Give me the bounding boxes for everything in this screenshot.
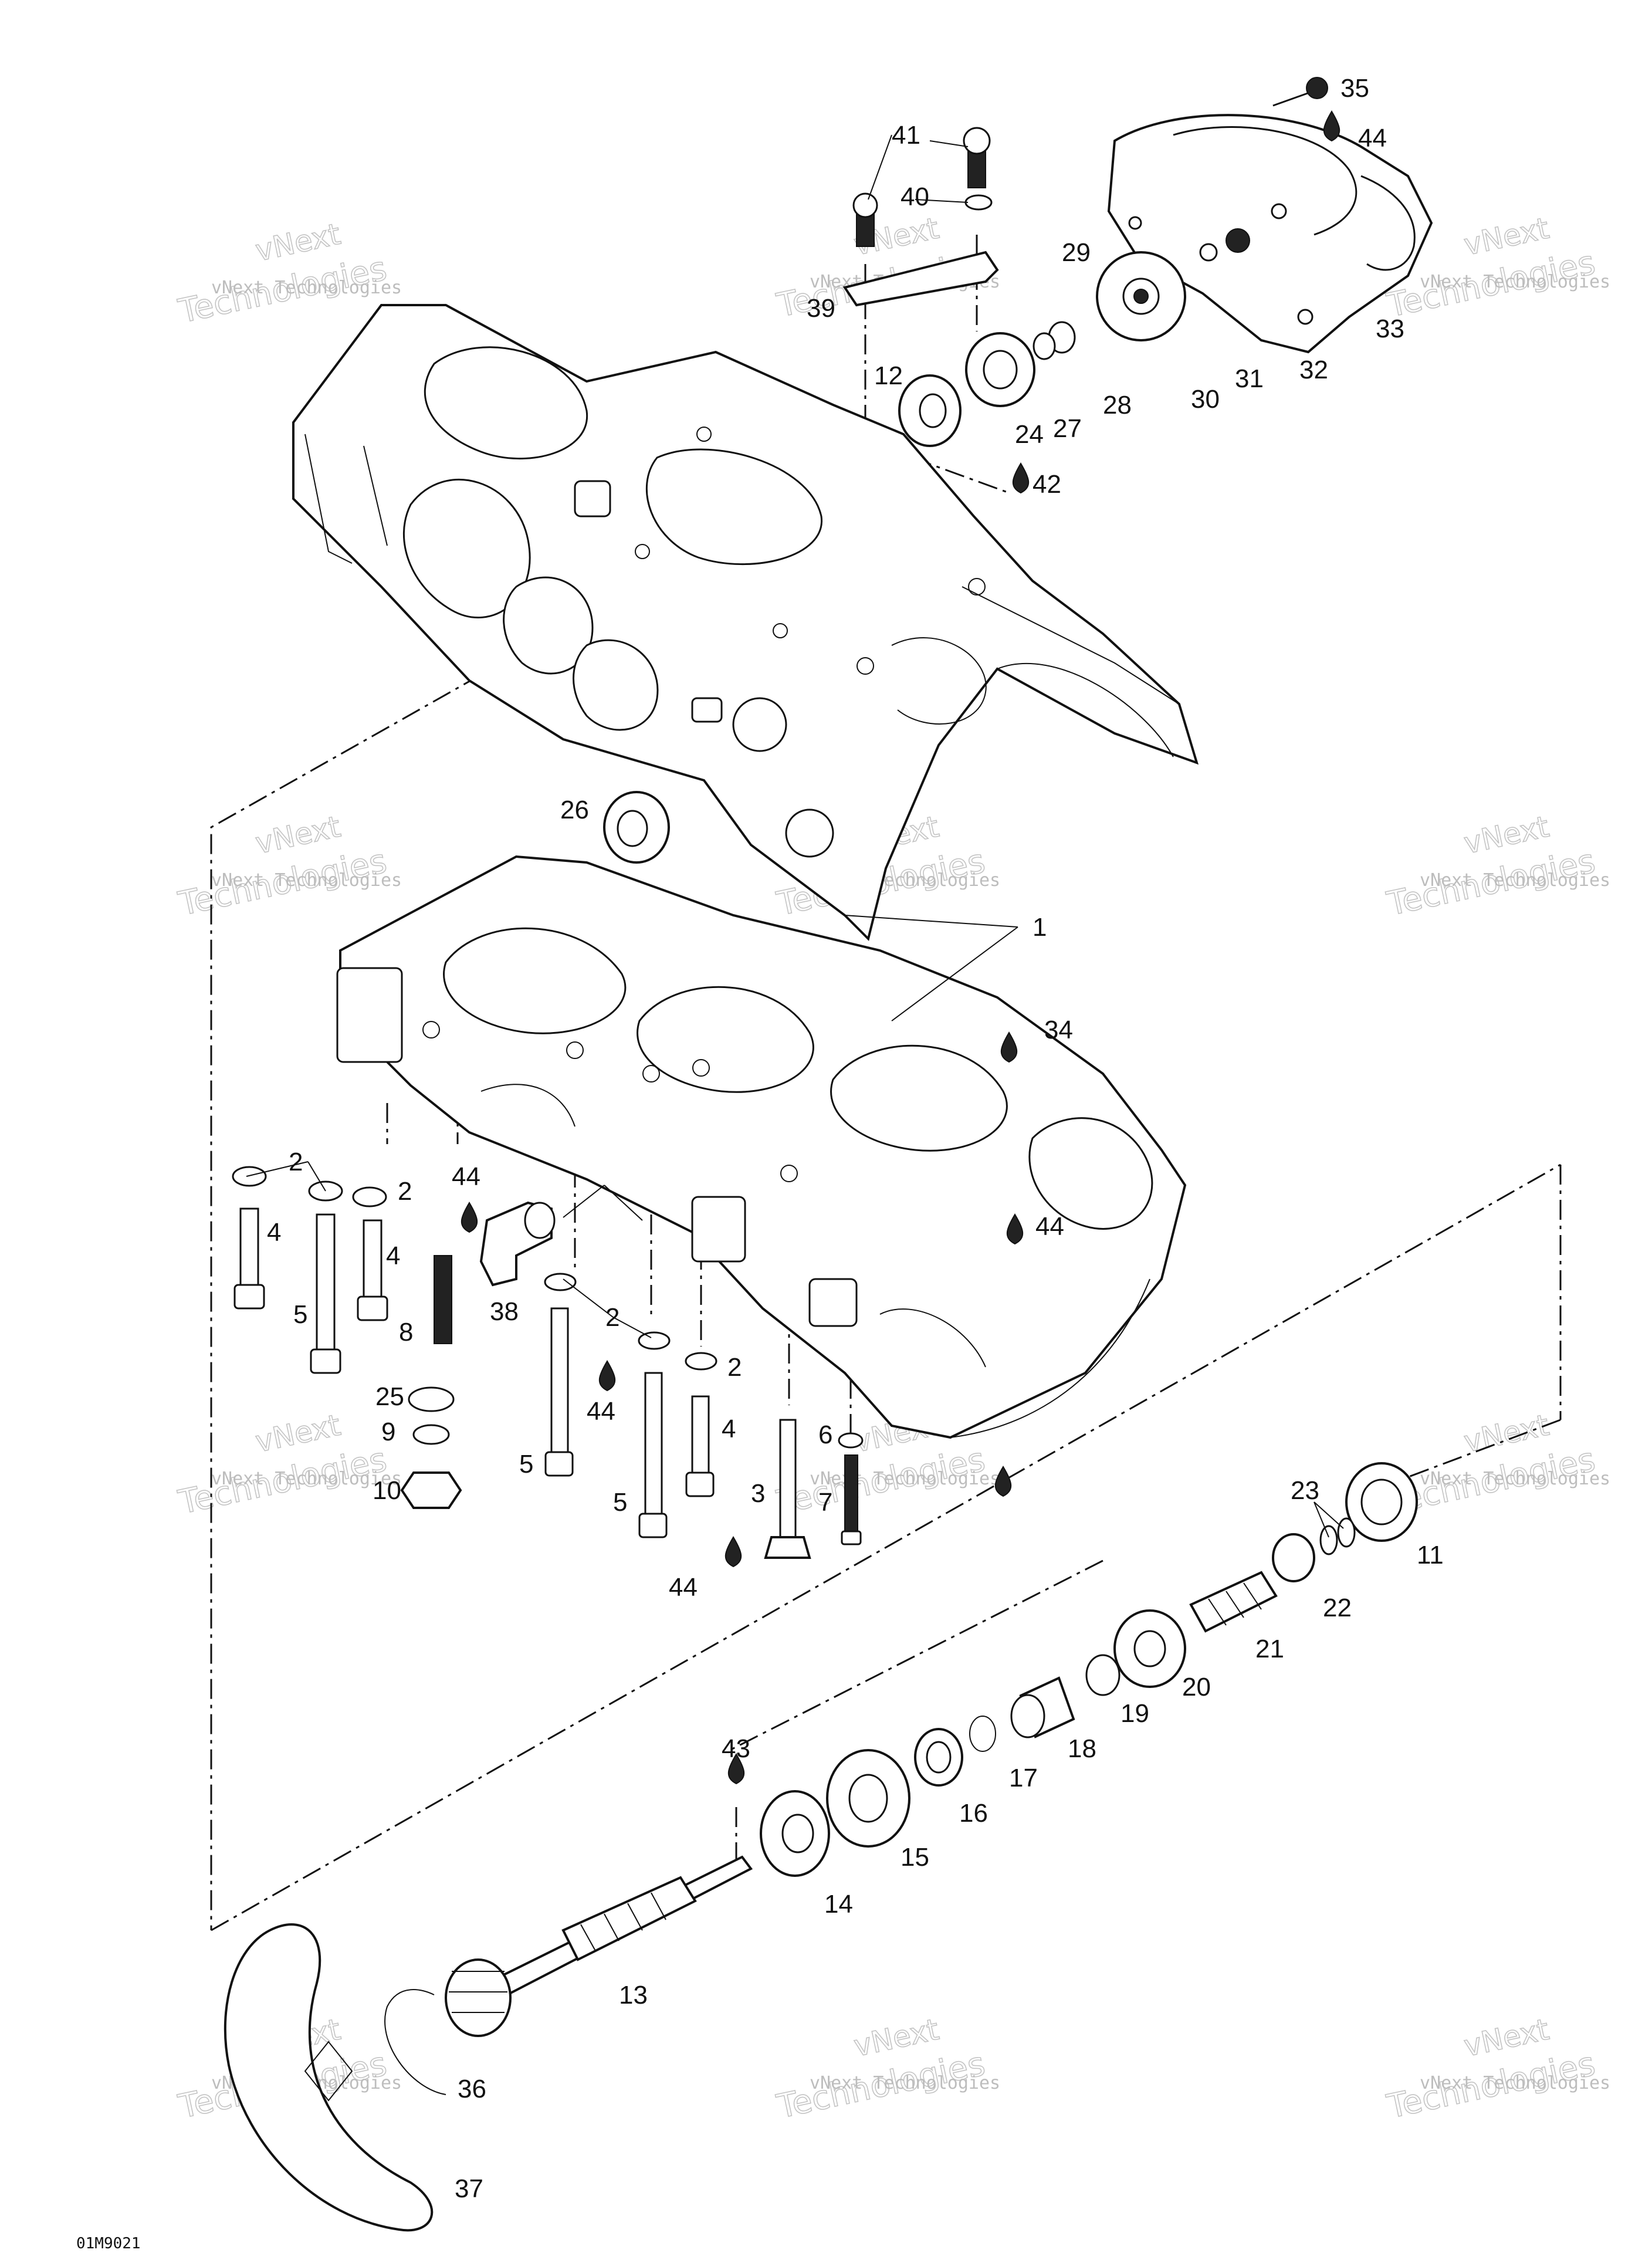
- label-40: 40: [901, 182, 929, 211]
- label-4a: 4: [267, 1218, 281, 1247]
- label-20: 20: [1182, 1673, 1211, 1701]
- label-25: 25: [375, 1382, 404, 1411]
- label-6: 6: [818, 1420, 832, 1449]
- label-2c: 2: [605, 1303, 620, 1332]
- elbow-fitting-38: [479, 1201, 556, 1287]
- label-13: 13: [619, 1981, 648, 2010]
- bolt-35: [1272, 77, 1328, 107]
- label-12: 12: [874, 361, 903, 390]
- pump-cover-assembly: [842, 77, 1433, 447]
- watermark-vnext-technologies: vNext Technologies: [1420, 272, 1610, 292]
- label-5c: 5: [613, 1488, 627, 1517]
- label-44c: 44: [669, 1573, 698, 1602]
- label-10: 10: [373, 1476, 401, 1505]
- label-34: 34: [1044, 1016, 1073, 1044]
- label-4c: 4: [722, 1415, 736, 1443]
- label-14: 14: [824, 1890, 853, 1919]
- label-4b: 4: [386, 1241, 400, 1270]
- label-42: 42: [1032, 470, 1061, 499]
- label-44d: 44: [1035, 1212, 1064, 1241]
- watermark-vnext-technologies: vNext Technologies: [1420, 870, 1610, 891]
- label-44b: 44: [587, 1397, 615, 1426]
- diagram-code: 01M9021: [76, 2235, 141, 2252]
- fasteners-left: [232, 1166, 864, 1559]
- seal-26: [603, 791, 670, 864]
- label-37: 37: [455, 2174, 483, 2203]
- label-18: 18: [1068, 1734, 1096, 1763]
- label-30: 30: [1191, 385, 1220, 414]
- label-9: 9: [381, 1418, 395, 1446]
- label-44e: 44: [1358, 124, 1387, 153]
- label-41: 41: [892, 121, 920, 150]
- impeller-29: [1096, 251, 1186, 341]
- label-36: 36: [458, 2075, 486, 2103]
- label-31: 31: [1235, 364, 1264, 393]
- seal-12: [898, 374, 962, 447]
- label-3: 3: [751, 1479, 765, 1508]
- label-2b: 2: [398, 1177, 412, 1206]
- watermark-vnext-technologies: vNext Technologies: [211, 1469, 402, 1489]
- retainer-plate-39: [842, 127, 999, 307]
- label-5b: 5: [519, 1450, 533, 1479]
- label-24: 24: [1015, 420, 1044, 449]
- label-15: 15: [901, 1843, 929, 1872]
- label-1: 1: [1032, 913, 1047, 942]
- label-39: 39: [807, 294, 835, 323]
- watermark-vnext-technologies: vNext Technologies: [810, 1469, 1000, 1489]
- lower-crankcase: [336, 855, 1187, 1439]
- label-29: 29: [1062, 238, 1091, 267]
- leader-lines: [246, 134, 1344, 1538]
- label-26: 26: [560, 796, 589, 824]
- label-7: 7: [818, 1488, 832, 1517]
- watermark-vnext-technologies: vNext Technologies: [1420, 1469, 1610, 1489]
- label-19: 19: [1120, 1699, 1149, 1728]
- label-23: 23: [1291, 1476, 1319, 1505]
- label-38: 38: [490, 1297, 519, 1326]
- label-35: 35: [1340, 74, 1369, 103]
- upper-crankcase: [292, 304, 1199, 941]
- oil-drops: [461, 110, 1340, 1785]
- label-33: 33: [1376, 314, 1404, 343]
- label-27: 27: [1053, 414, 1082, 443]
- bearing-24: [965, 332, 1035, 407]
- watermark-vnext-technologies: vNext Technologies: [810, 2073, 1000, 2093]
- label-2a: 2: [289, 1148, 303, 1176]
- label-32: 32: [1299, 356, 1328, 384]
- label-2d: 2: [727, 1353, 742, 1382]
- label-43: 43: [722, 1734, 750, 1763]
- label-21: 21: [1255, 1635, 1284, 1663]
- label-28: 28: [1103, 391, 1132, 420]
- part-labels: 1 2 2 2 2 3 4 4 4 5 5 5 6 7 8 9 10 11 12…: [267, 74, 1444, 2203]
- label-8: 8: [399, 1318, 413, 1347]
- label-5a: 5: [293, 1300, 307, 1329]
- watermark-vnext-technologies: vNext Technologies: [1420, 2073, 1610, 2093]
- shaft-assembly: [224, 1462, 1418, 2232]
- label-22: 22: [1323, 1594, 1352, 1622]
- watermark-vnext-technologies: vNext Technologies: [211, 278, 402, 298]
- label-16: 16: [959, 1799, 988, 1828]
- label-44a: 44: [452, 1162, 480, 1191]
- label-11: 11: [1417, 1541, 1444, 1569]
- watermark-vnext-technologies: vNext Technologies: [211, 870, 402, 891]
- label-17: 17: [1009, 1764, 1038, 1792]
